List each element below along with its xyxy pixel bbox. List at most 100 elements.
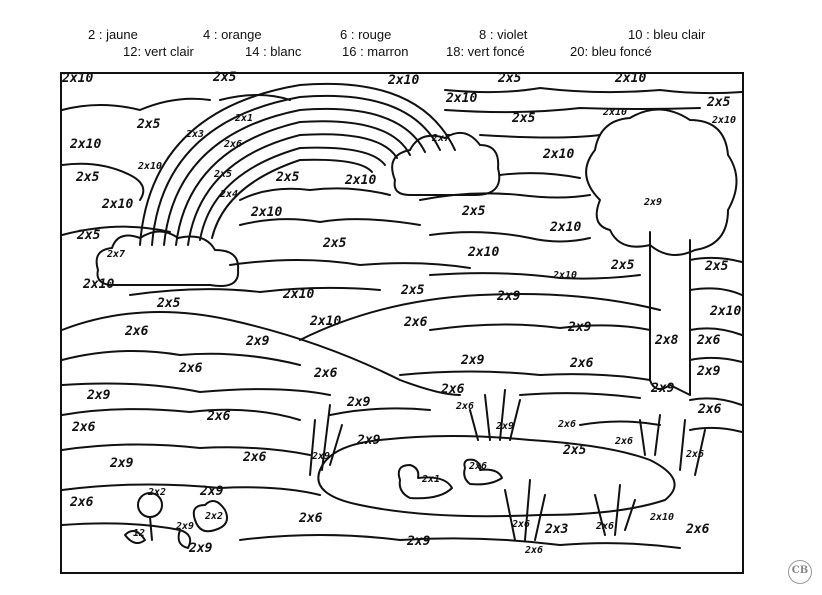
region-label: 2x9 bbox=[357, 433, 381, 448]
tree-trunk bbox=[649, 231, 691, 396]
region-label: 2x6 bbox=[441, 382, 465, 397]
region-label: 2x10 bbox=[615, 71, 647, 86]
region-label: 2x10 bbox=[710, 304, 742, 319]
region-label: 2x6 bbox=[525, 545, 544, 556]
region-label: 2x6 bbox=[179, 361, 203, 376]
cloud-left bbox=[95, 230, 240, 287]
region-label: 2x6 bbox=[698, 402, 722, 417]
region-label: 2x3 bbox=[186, 129, 205, 140]
region-label: 2x8 bbox=[655, 333, 679, 348]
region-label: 2x10 bbox=[310, 314, 342, 329]
tree-canopy bbox=[585, 108, 738, 256]
region-label: 2x1 bbox=[235, 113, 254, 124]
region-label: 2x9 bbox=[87, 388, 111, 403]
region-label: 2x9 bbox=[176, 521, 195, 532]
region-label: 2x7 bbox=[432, 133, 451, 144]
region-label: 2x10 bbox=[603, 107, 628, 118]
region-label: 2x6 bbox=[125, 324, 149, 339]
region-label: 2x5 bbox=[401, 283, 425, 298]
region-label: 2x5 bbox=[498, 71, 522, 86]
duck-1 bbox=[397, 464, 453, 500]
region-label: 2x6 bbox=[224, 139, 243, 150]
region-label: 2x10 bbox=[138, 161, 163, 172]
region-label: 2x5 bbox=[707, 95, 731, 110]
region-label: 2x9 bbox=[568, 320, 592, 335]
region-label: 2x4 bbox=[220, 189, 239, 200]
region-label: 2x5 bbox=[214, 169, 233, 180]
region-label: 2x5 bbox=[323, 236, 347, 251]
region-label: 2x5 bbox=[705, 259, 729, 274]
region-label: 2x6 bbox=[70, 495, 94, 510]
region-label: 2x9 bbox=[461, 353, 485, 368]
region-label: 2x6 bbox=[512, 519, 531, 530]
region-label: 2x7 bbox=[107, 249, 126, 260]
region-label: 2x10 bbox=[543, 147, 575, 162]
region-label: 2x10 bbox=[446, 91, 478, 106]
region-label: 2x10 bbox=[468, 245, 500, 260]
region-label: 2x5 bbox=[77, 228, 101, 243]
region-label: 2x6 bbox=[72, 420, 96, 435]
region-label: 2x6 bbox=[570, 356, 594, 371]
region-label: 2x2 bbox=[205, 511, 224, 522]
region-label: 2x6 bbox=[207, 409, 231, 424]
region-label: 2x5 bbox=[276, 170, 300, 185]
legend-entry: 6 : rouge bbox=[340, 27, 392, 42]
region-label: 2x5 bbox=[611, 258, 635, 273]
region-label: 2x10 bbox=[345, 173, 377, 188]
site-logo: CB bbox=[788, 560, 812, 584]
cloud-right bbox=[391, 131, 501, 196]
region-label: 2x9 bbox=[110, 456, 134, 471]
region-label: 2x5 bbox=[512, 111, 536, 126]
region-label: 2x1 bbox=[422, 474, 441, 485]
region-label: 2x5 bbox=[213, 70, 237, 85]
region-label: 2x9 bbox=[312, 451, 331, 462]
region-label: 2x6 bbox=[243, 450, 267, 465]
region-label: 2x6 bbox=[596, 521, 615, 532]
region-label: 2x6 bbox=[404, 315, 428, 330]
region-label: 2x6 bbox=[456, 401, 475, 412]
region-label: 2x5 bbox=[76, 170, 100, 185]
region-label: 2x6 bbox=[314, 366, 338, 381]
region-label: 2x10 bbox=[251, 205, 283, 220]
region-label: 2x6 bbox=[686, 449, 705, 460]
region-label: 2x10 bbox=[550, 220, 582, 235]
region-label: 2x9 bbox=[200, 484, 224, 499]
region-label: 2x10 bbox=[712, 115, 737, 126]
region-label: 2x9 bbox=[644, 197, 663, 208]
legend-entry: 2 : jaune bbox=[88, 27, 138, 42]
rainbow bbox=[139, 82, 456, 246]
legend-entry: 4 : orange bbox=[203, 27, 262, 42]
region-label: 2x6 bbox=[697, 333, 721, 348]
region-label: 2x3 bbox=[545, 522, 569, 537]
legend-entry: 16 : marron bbox=[342, 44, 409, 59]
region-label: 2x10 bbox=[650, 512, 675, 523]
region-label: 2x6 bbox=[299, 511, 323, 526]
region-label: 2x9 bbox=[496, 421, 515, 432]
region-label: 2x5 bbox=[563, 443, 587, 458]
region-label: 2x6 bbox=[615, 436, 634, 447]
region-label: 2x10 bbox=[102, 197, 134, 212]
region-label: 2x9 bbox=[407, 534, 431, 549]
region-label: 2x9 bbox=[651, 381, 675, 396]
pond bbox=[317, 435, 676, 518]
region-label: 2x6 bbox=[686, 522, 710, 537]
legend-entry: 12: vert clair bbox=[123, 44, 194, 59]
region-label: 2x5 bbox=[157, 296, 181, 311]
duck-2 bbox=[463, 458, 503, 486]
region-label: 12 bbox=[133, 528, 146, 539]
region-label: 2x6 bbox=[558, 419, 577, 430]
region-label: 2x10 bbox=[83, 277, 115, 292]
region-label: 2x5 bbox=[462, 204, 486, 219]
region-label: 2x9 bbox=[189, 541, 213, 556]
region-label: 2x2 bbox=[148, 487, 167, 498]
legend-entry: 14 : blanc bbox=[245, 44, 302, 59]
flower-2 bbox=[192, 500, 228, 533]
region-label: 2x5 bbox=[137, 117, 161, 132]
region-label: 2x10 bbox=[70, 137, 102, 152]
region-label: 2x6 bbox=[469, 461, 488, 472]
region-label: 2x9 bbox=[347, 395, 371, 410]
region-label: 2x10 bbox=[553, 270, 578, 281]
region-label: 2x10 bbox=[388, 73, 420, 88]
